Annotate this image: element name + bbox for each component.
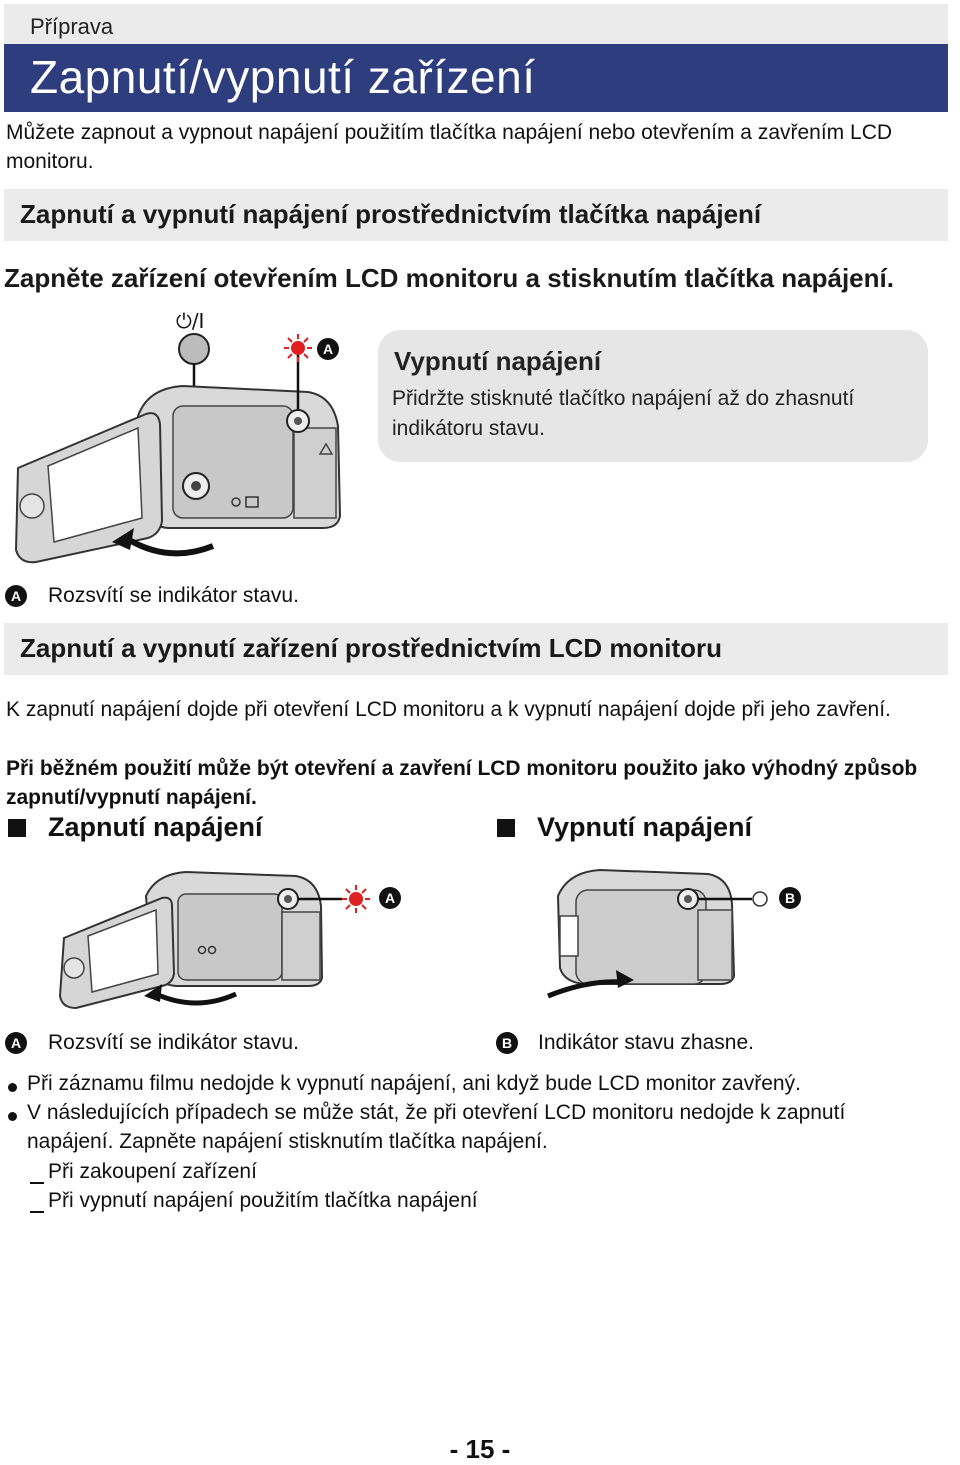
status-indicator-off-icon [752,891,768,907]
note-a2-row: A [5,1032,27,1054]
square-marker-left-icon [8,819,26,842]
marker-a: A [323,341,333,357]
power-button-callout [178,333,210,365]
sub-item: Při vypnutí napájení použitím tlačítka n… [48,1189,478,1212]
section1-instruction: Zapněte zařízení otevřením LCD monitoru … [4,263,894,293]
marker-b-badge: B [496,1032,518,1054]
bullet-item: V následujících případech se může stát, … [27,1101,846,1153]
power-off-callout: Vypnutí napájení Přidržte stisknuté tlač… [378,330,928,462]
note-a2-text: Rozsvítí se indikátor stavu. [48,1031,299,1054]
status-indicator-lit-icon [342,885,370,913]
dash-icon [30,1171,44,1189]
camcorder-open-illustration: ⏻/I A [14,309,342,564]
bullet-icon [8,1079,17,1097]
title-bar: Zapnutí/vypnutí zařízení [4,44,948,112]
dash-icon [30,1200,44,1218]
camcorder-lcd-open-illustration: A [58,870,401,1010]
bullet-item: Při záznamu filmu nedojde k vypnutí napá… [27,1072,801,1095]
section2-heading-bar: Zapnutí a vypnutí zařízení prostřednictv… [4,623,948,675]
note-b-text: Indikátor stavu zhasne. [538,1031,754,1054]
callout-title: Vypnutí napájení [394,346,602,376]
intro-paragraph: Můžete zapnout a vypnout napájení použit… [6,121,893,173]
section1-heading: Zapnutí a vypnutí napájení prostřednictv… [20,199,762,229]
status-indicator-lit-icon [284,334,312,362]
section2-paragraph1: K zapnutí napájení dojde při otevření LC… [6,698,891,721]
power-symbol: ⏻/I [176,309,204,333]
marker-a-badge: A [5,1032,27,1054]
marker-a-badge: A [5,585,27,607]
bullet-icon [8,1108,17,1126]
marker-b: B [785,890,795,906]
camcorder-lcd-closed-illustration: B [547,868,801,999]
callout-body: Přidržte stisknuté tlačítko napájení až … [392,387,855,440]
square-marker-right-icon [497,819,515,842]
power-off-heading: Vypnutí napájení [537,812,753,842]
section-tag: Příprava [4,4,948,44]
page-number: - 15 - [449,1434,511,1464]
section-label: Příprava [30,14,114,39]
section2-heading: Zapnutí a vypnutí zařízení prostřednictv… [20,633,723,663]
section2-paragraph2: Při běžném použití může být otevření a z… [6,757,918,809]
note-a-row: A [5,585,27,607]
note-a-text: Rozsvítí se indikátor stavu. [48,584,299,607]
section1-heading-bar: Zapnutí a vypnutí napájení prostřednictv… [4,189,948,241]
note-b-row: B [496,1032,518,1054]
marker-a: A [385,890,395,906]
power-on-heading: Zapnutí napájení [48,812,263,842]
sub-item: Při zakoupení zařízení [48,1160,257,1183]
page-title: Zapnutí/vypnutí zařízení [30,51,536,103]
